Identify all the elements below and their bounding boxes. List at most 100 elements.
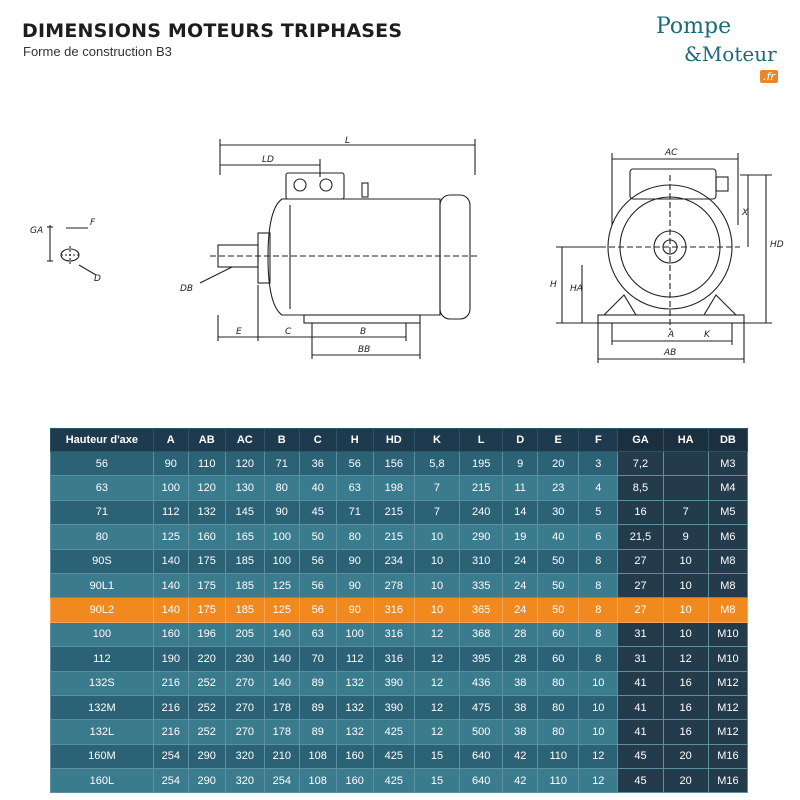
table-cell: 278 (372, 572, 415, 599)
table-cell: 365 (459, 597, 504, 623)
table-cell: 320 (224, 743, 265, 770)
label-b: B (360, 327, 366, 337)
table-cell: 50 (298, 524, 337, 550)
table-cell: 12 (413, 646, 461, 672)
column-header: HD (372, 428, 415, 452)
table-cell: 12 (662, 646, 709, 672)
table-cell: 38 (502, 719, 539, 745)
table-cell: 28 (502, 646, 539, 672)
column-header: HA (662, 428, 709, 452)
motor-side-view (199, 139, 480, 359)
table-cell: 6 (578, 524, 619, 550)
label-d: D (94, 274, 101, 284)
table-cell: 45 (617, 768, 664, 794)
table-cell: 56 (335, 450, 374, 477)
column-header: E (537, 428, 580, 452)
table-cell: 110 (187, 450, 226, 477)
table-cell: 108 (298, 743, 337, 770)
table-cell: M12 (707, 719, 749, 745)
table-cell: 38 (502, 694, 539, 721)
table-cell: M12 (707, 670, 749, 696)
table-cell: 215 (372, 499, 415, 526)
table-cell: 41 (617, 670, 664, 696)
logo-tld-badge: .fr (760, 70, 778, 83)
column-header: F (578, 428, 619, 452)
table-cell: 63 (335, 475, 374, 501)
table-cell: 316 (372, 597, 415, 623)
table-cell: 12 (578, 768, 619, 794)
table-cell: 10 (662, 621, 709, 648)
table-cell: 50 (537, 548, 580, 574)
column-header: K (413, 428, 461, 452)
table-cell: 368 (459, 621, 504, 648)
table-cell: 56 (298, 597, 337, 623)
label-ga: GA (30, 226, 43, 236)
table-cell: 140 (263, 670, 300, 696)
table-cell: 71 (50, 499, 154, 526)
table-cell: 390 (372, 694, 415, 721)
table-cell: 100 (152, 475, 189, 501)
table-cell: 90 (335, 548, 374, 574)
table-cell: 254 (263, 768, 300, 794)
table-cell: 160 (335, 768, 374, 794)
table-cell: 198 (372, 475, 415, 501)
table-cell: 205 (224, 621, 265, 648)
table-cell: 178 (263, 719, 300, 745)
table-cell: 9 (502, 450, 539, 477)
table-cell: 108 (298, 768, 337, 794)
table-cell: M10 (707, 621, 749, 648)
table-cell: 80 (537, 694, 580, 721)
table-cell: 41 (617, 719, 664, 745)
table-cell: 80 (50, 524, 154, 550)
table-cell: 23 (537, 475, 580, 501)
table-cell: 8,5 (617, 475, 664, 501)
table-cell: 8 (578, 548, 619, 574)
table-cell: 145 (224, 499, 265, 526)
column-header: AB (187, 428, 226, 452)
table-cell: 160 (152, 621, 189, 648)
table-cell: 90 (152, 450, 189, 477)
table-cell: 7,2 (617, 450, 664, 477)
column-header: GA (617, 428, 664, 452)
table-cell: 100 (50, 621, 154, 648)
table-cell: 4 (578, 475, 619, 501)
table-cell: 42 (502, 743, 539, 770)
table-cell: 178 (263, 694, 300, 721)
table-cell: 89 (298, 719, 337, 745)
table-cell: 132L (50, 719, 154, 745)
brand-logo[interactable]: Pompe &Moteur .fr (648, 12, 788, 90)
label-db: DB (180, 284, 193, 294)
motor-front-view (556, 153, 772, 363)
table-cell: 140 (152, 572, 189, 599)
table-cell: 90 (335, 597, 374, 623)
table-cell: 215 (372, 524, 415, 550)
table-cell: 10 (662, 548, 709, 574)
table-cell: M5 (707, 499, 749, 526)
label-ac: AC (664, 148, 678, 158)
table-cell: 63 (50, 475, 154, 501)
table-cell: 196 (187, 621, 226, 648)
table-cell: 80 (263, 475, 300, 501)
table-cell: 11 (502, 475, 539, 501)
table-cell: 9 (662, 524, 709, 550)
motor-dimension-drawing: GA F D (30, 136, 784, 363)
table-cell: 216 (152, 719, 189, 745)
table-cell: 12 (413, 719, 461, 745)
table-cell: 12 (578, 743, 619, 770)
table-cell: 132 (335, 670, 374, 696)
logo-text-moteur: &Moteur (684, 42, 777, 66)
table-cell: 56 (298, 548, 337, 574)
column-header: DB (707, 428, 749, 452)
table-cell: 5 (578, 499, 619, 526)
label-ab: AB (663, 348, 676, 358)
column-header: AC (224, 428, 265, 452)
table-cell: 252 (187, 719, 226, 745)
table-cell: 60 (537, 646, 580, 672)
table-cell: 24 (502, 597, 539, 623)
shaft-section-view (47, 225, 97, 276)
